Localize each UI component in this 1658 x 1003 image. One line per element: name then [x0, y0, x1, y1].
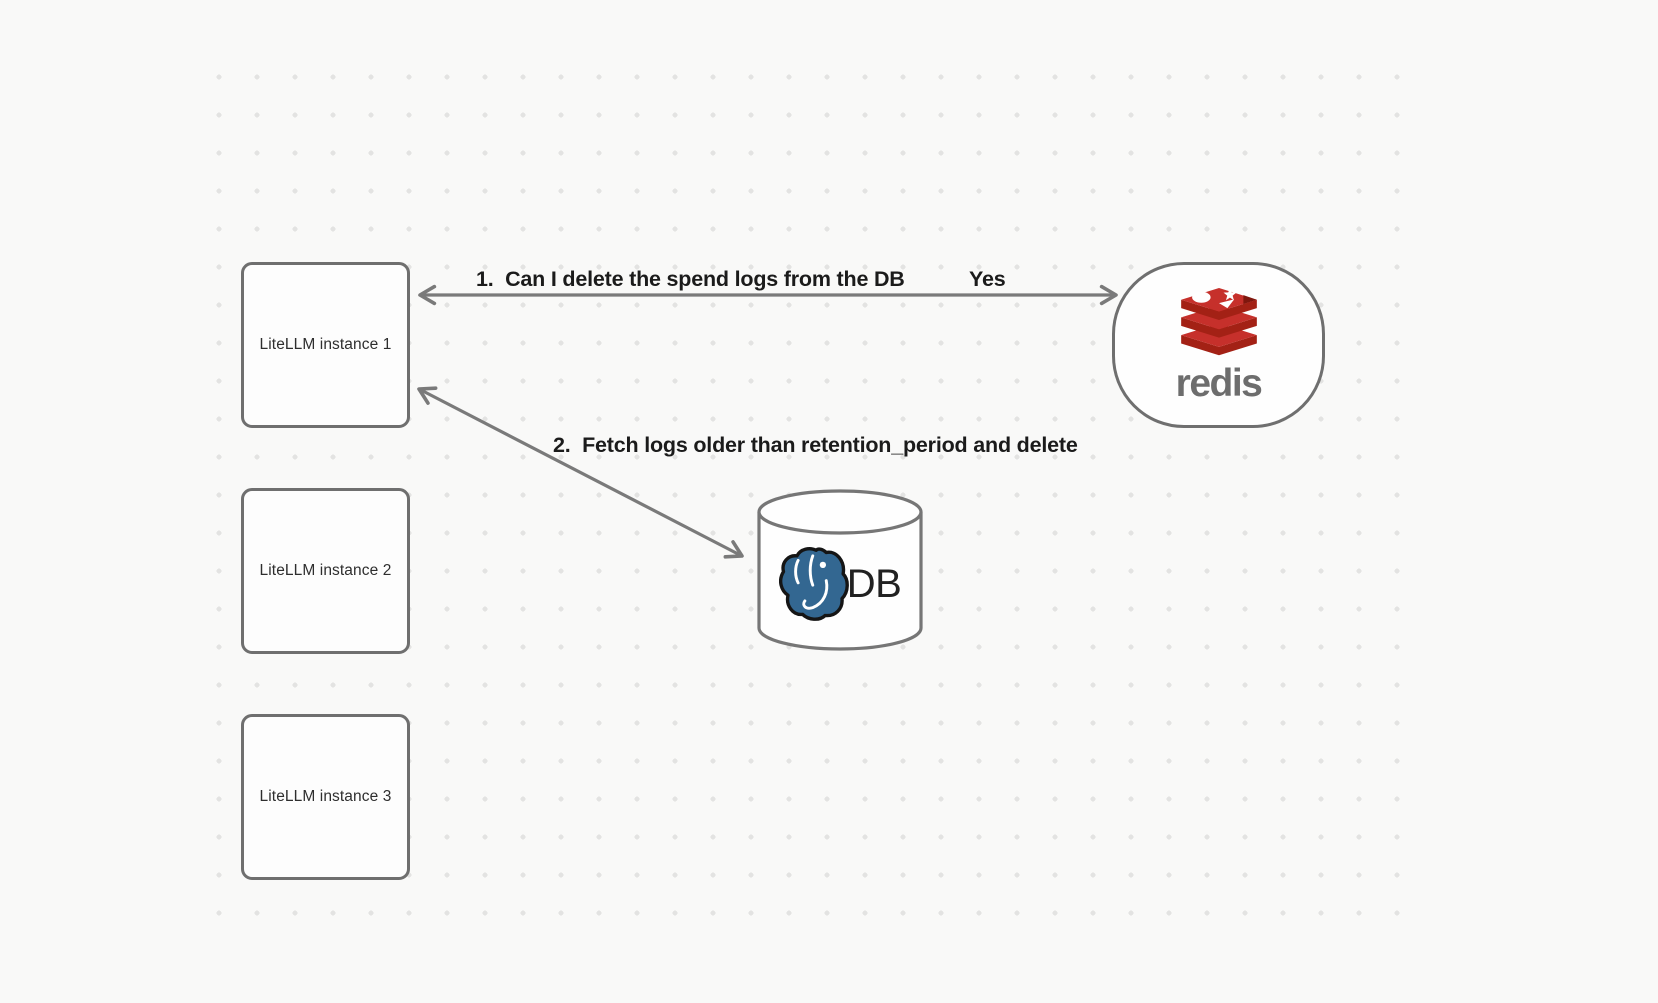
- edge1-response-label[interactable]: Yes: [969, 267, 1006, 291]
- db-node-content: DB: [760, 538, 920, 630]
- litellm-instance-1-node[interactable]: LiteLLM instance 1: [241, 262, 410, 428]
- db-label: DB: [846, 561, 902, 606]
- node-label: LiteLLM instance 2: [259, 562, 392, 579]
- edge1-label[interactable]: 1. Can I delete the spend logs from the …: [476, 267, 905, 291]
- edge2-label[interactable]: 2. Fetch logs older than retention_perio…: [553, 433, 1078, 457]
- litellm-instance-2-node[interactable]: LiteLLM instance 2: [241, 488, 410, 654]
- redis-wordmark: redis: [1175, 361, 1263, 405]
- node-label: LiteLLM instance 1: [259, 336, 392, 353]
- postgresql-icon: [778, 547, 849, 621]
- arrow-instance1-db[interactable]: [417, 386, 744, 559]
- redis-node[interactable]: redis: [1112, 262, 1325, 428]
- redis-logo-icon: [1180, 287, 1257, 355]
- litellm-instance-3-node[interactable]: LiteLLM instance 3: [241, 714, 410, 880]
- node-label: LiteLLM instance 3: [259, 788, 392, 805]
